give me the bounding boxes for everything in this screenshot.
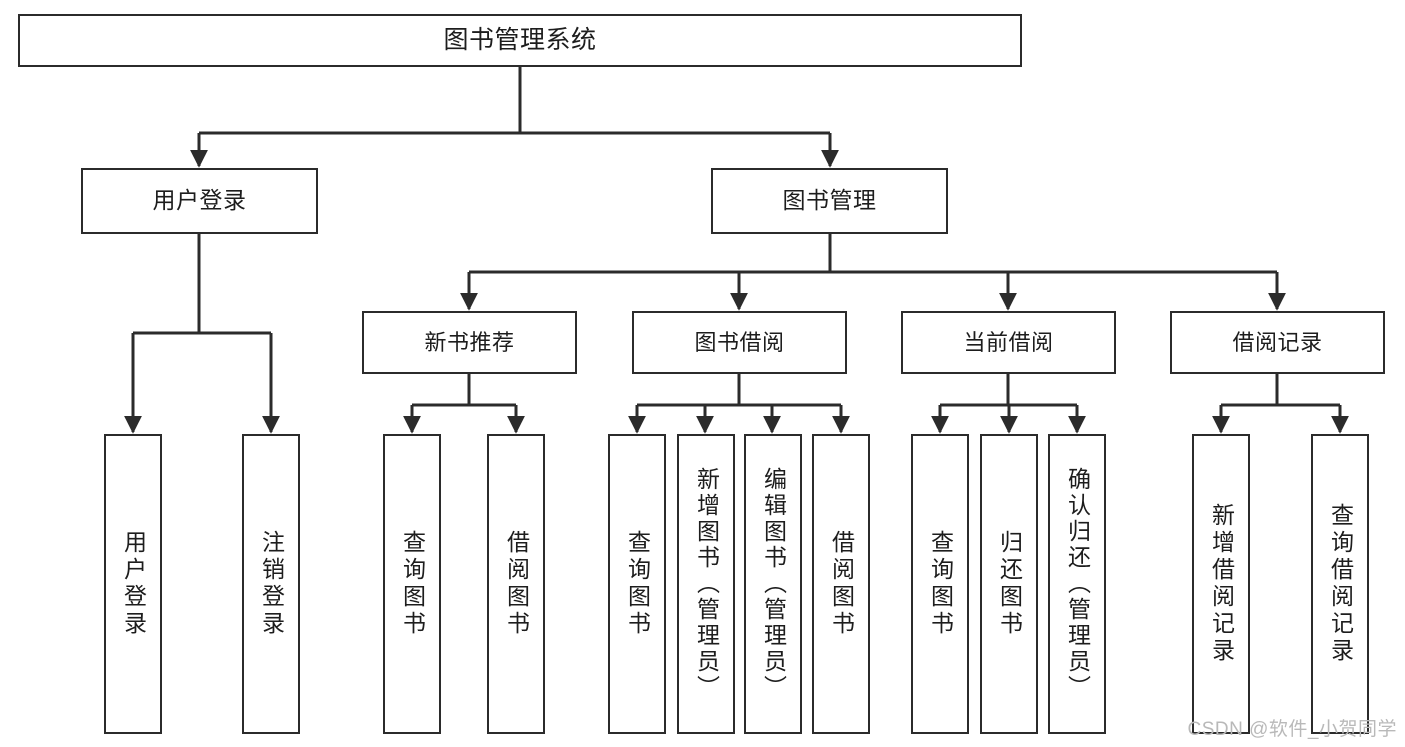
node-label: 借阅记录 — [1232, 329, 1323, 355]
node-label: 新增图书（管理员） — [693, 467, 720, 701]
node-label: 查询借阅记录 — [1327, 503, 1354, 665]
node-label: 图书借阅 — [694, 329, 785, 355]
leaf-query-book-current[interactable]: 查询图书 — [911, 434, 969, 734]
node-book-management[interactable]: 图书管理 — [711, 168, 948, 234]
leaf-borrow-book-recommend[interactable]: 借阅图书 — [487, 434, 545, 734]
leaf-query-book-borrow[interactable]: 查询图书 — [608, 434, 666, 734]
node-label: 归还图书 — [996, 530, 1023, 638]
node-label: 当前借阅 — [963, 329, 1054, 355]
node-label: 借阅图书 — [828, 530, 855, 638]
leaf-return-book[interactable]: 归还图书 — [980, 434, 1038, 734]
leaf-logout[interactable]: 注销登录 — [242, 434, 300, 734]
leaf-query-borrow-record[interactable]: 查询借阅记录 — [1311, 434, 1369, 734]
leaf-query-book-recommend[interactable]: 查询图书 — [383, 434, 441, 734]
node-book-borrow[interactable]: 图书借阅 — [632, 311, 847, 374]
csdn-watermark: CSDN @软件_小贺同学 — [1187, 719, 1397, 740]
node-label: 查询图书 — [927, 530, 954, 638]
node-root-book-management-system[interactable]: 图书管理系统 — [18, 14, 1022, 67]
node-current-borrow[interactable]: 当前借阅 — [901, 311, 1116, 374]
node-label: 用户登录 — [152, 187, 247, 214]
node-label: 查询图书 — [399, 530, 426, 638]
leaf-add-book-admin[interactable]: 新增图书（管理员） — [677, 434, 735, 734]
node-label: 图书管理系统 — [443, 25, 597, 54]
node-new-book-recommend[interactable]: 新书推荐 — [362, 311, 577, 374]
node-label: 新书推荐 — [424, 329, 515, 355]
node-user-login[interactable]: 用户登录 — [81, 168, 318, 234]
node-label: 确认归还（管理员） — [1064, 467, 1091, 701]
node-label: 用户登录 — [120, 530, 147, 638]
node-label: 注销登录 — [258, 530, 285, 638]
leaf-user-login[interactable]: 用户登录 — [104, 434, 162, 734]
node-label: 借阅图书 — [503, 530, 530, 638]
leaf-edit-book-admin[interactable]: 编辑图书（管理员） — [744, 434, 802, 734]
leaf-borrow-book[interactable]: 借阅图书 — [812, 434, 870, 734]
node-label: 查询图书 — [624, 530, 651, 638]
node-borrow-records[interactable]: 借阅记录 — [1170, 311, 1385, 374]
leaf-add-borrow-record[interactable]: 新增借阅记录 — [1192, 434, 1250, 734]
node-label: 图书管理 — [782, 187, 877, 214]
node-label: 新增借阅记录 — [1208, 503, 1235, 665]
leaf-confirm-return-admin[interactable]: 确认归还（管理员） — [1048, 434, 1106, 734]
node-label: 编辑图书（管理员） — [760, 467, 787, 701]
